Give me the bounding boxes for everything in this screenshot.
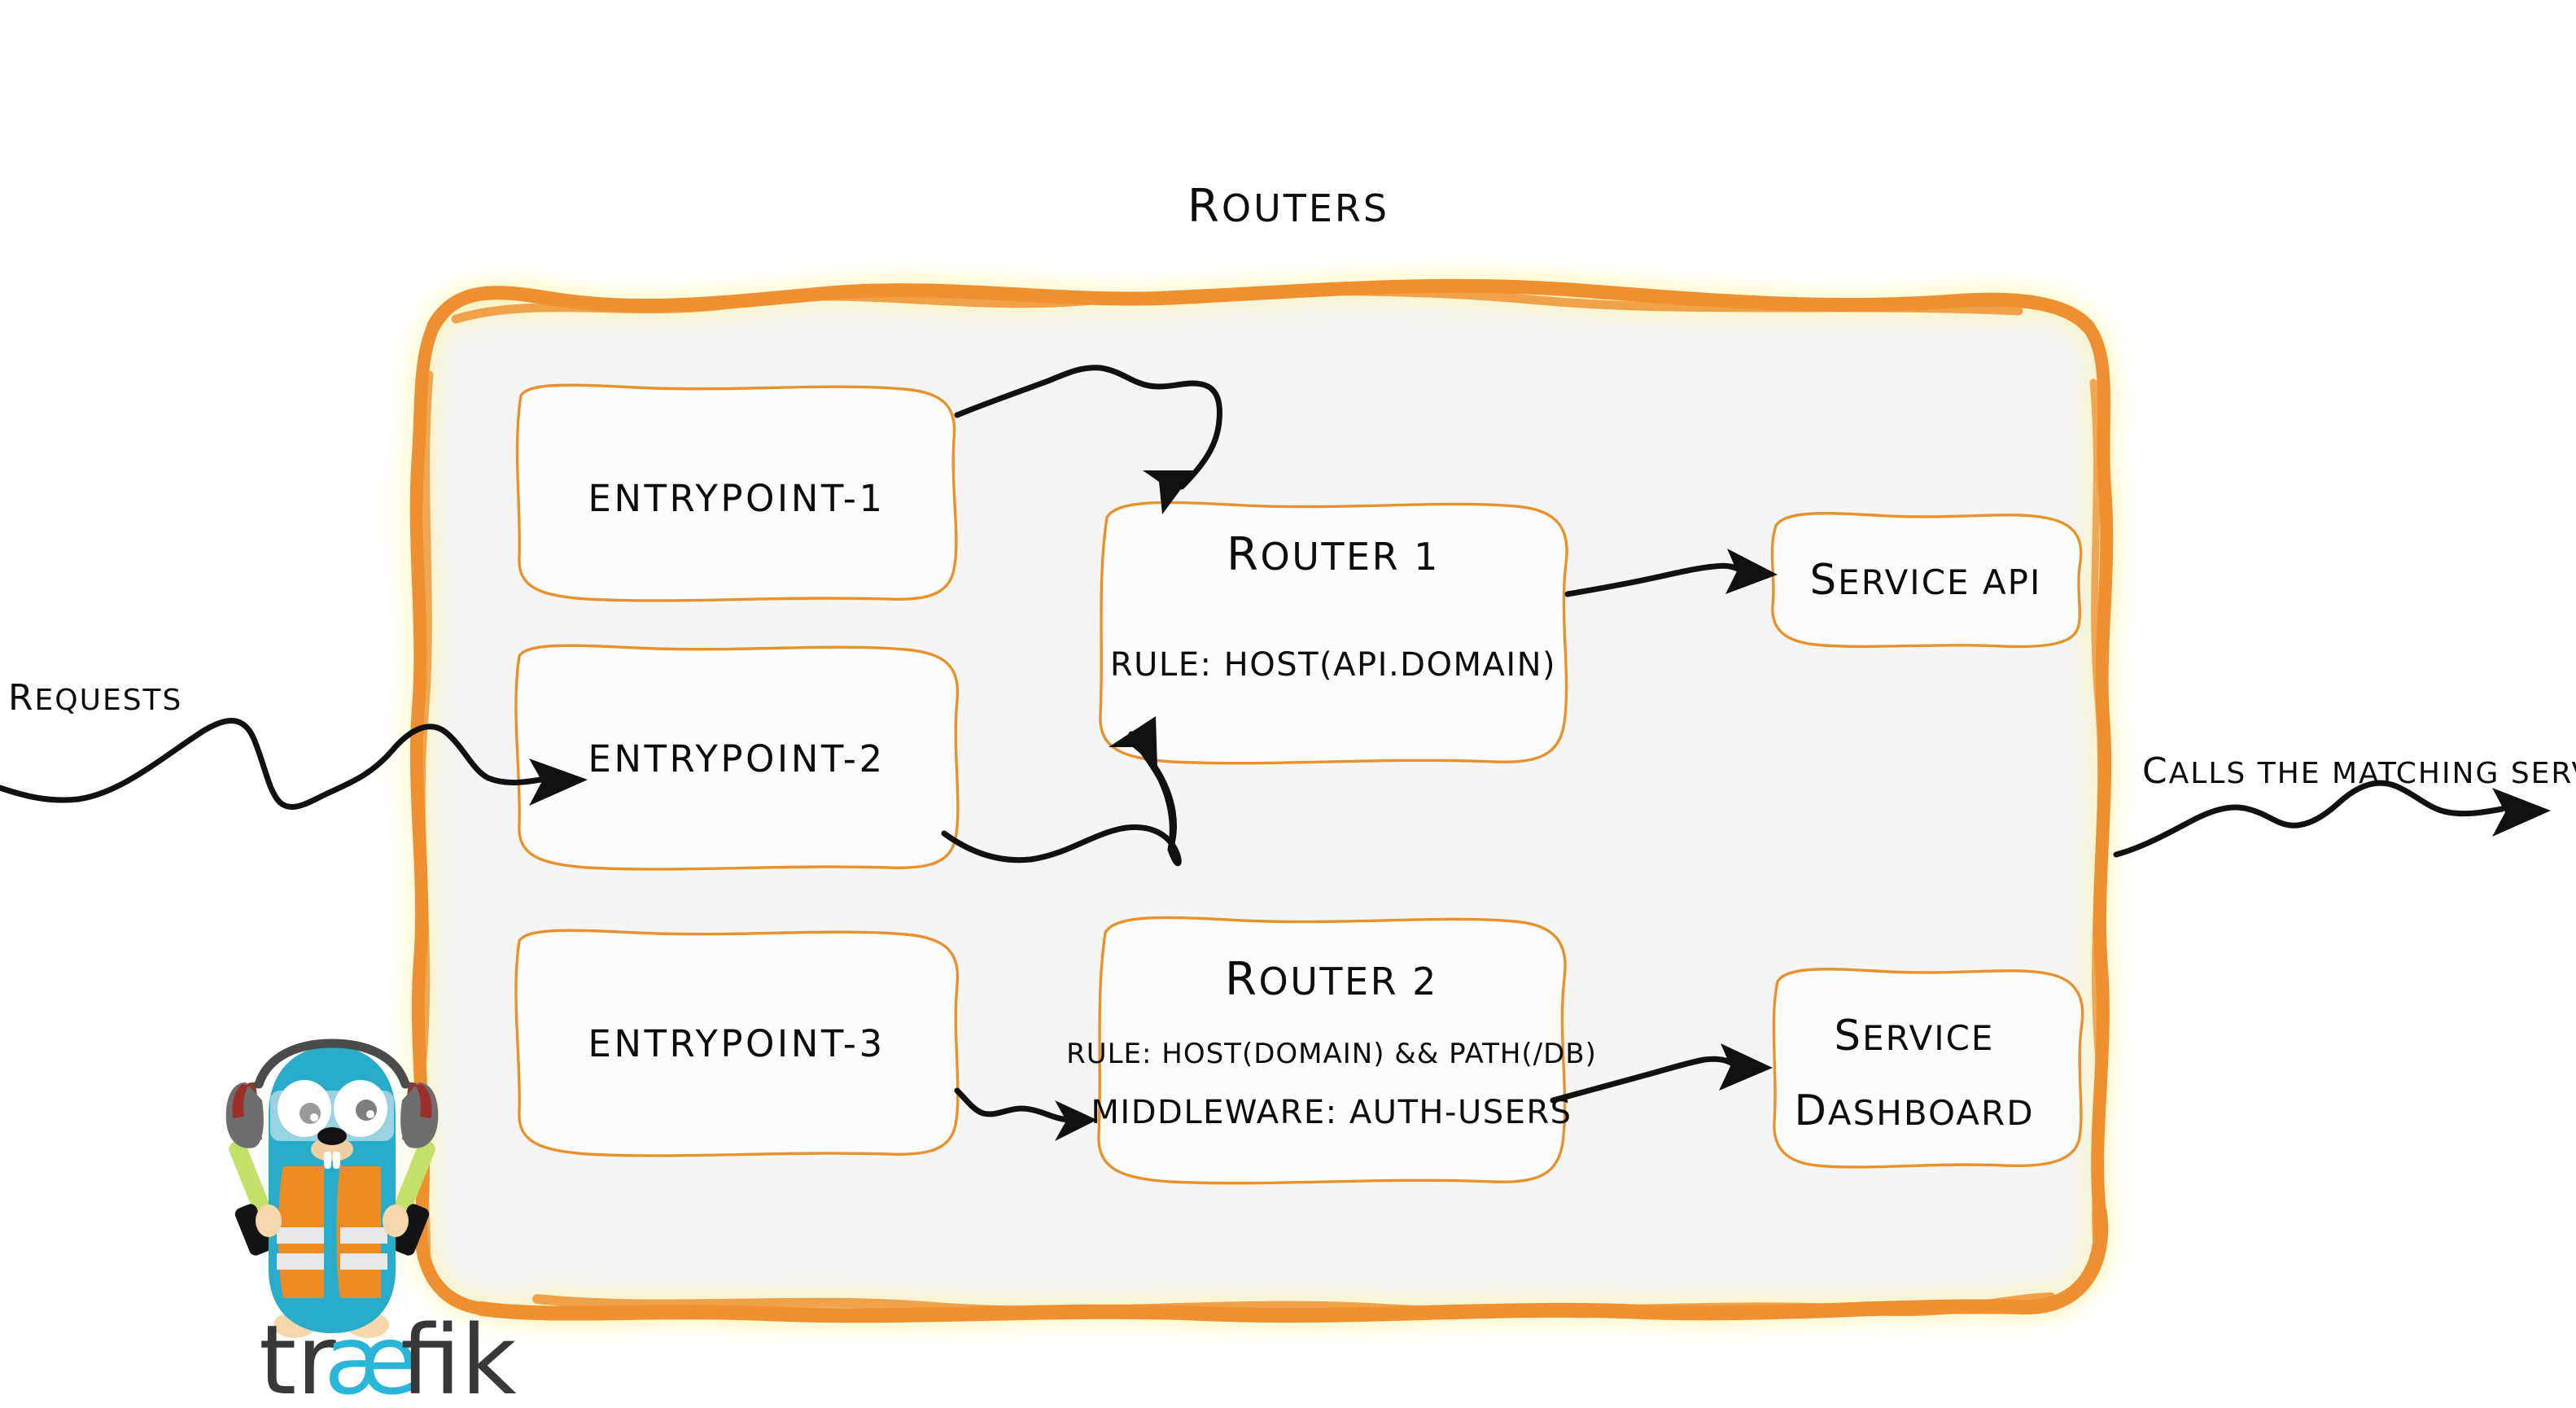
arrow-entrypoint1-to-router1 xyxy=(954,365,1222,514)
service-api-box[interactable] xyxy=(1770,512,2083,649)
headphone-band xyxy=(254,1039,410,1089)
vest-stripe-right-upper xyxy=(340,1227,387,1244)
vest-stripe-right-lower xyxy=(340,1253,387,1270)
arrow-calls-matching-server xyxy=(2113,780,2551,858)
arrow-entrypoint3-to-router2 xyxy=(954,1087,1097,1141)
traefik-logo-wordmark: tr æ fik xyxy=(259,1304,517,1408)
arrow-requests-in xyxy=(0,718,588,810)
service-api-label: SERVICE API xyxy=(1810,556,2042,605)
router-2-box[interactable] xyxy=(1097,916,1567,1185)
router-2-middleware: MIDDLEWARE: AUTH-USERS xyxy=(1091,1094,1572,1131)
gopher-tooth-right xyxy=(333,1152,340,1169)
arrow-entrypoint2-to-router1 xyxy=(941,716,1182,867)
router-1-name: ROUTER 1 xyxy=(1227,528,1440,581)
arrow-router1-to-serviceapi xyxy=(1564,549,1778,597)
router-1-rule: RULE: HOST(API.DOMAIN) xyxy=(1110,646,1556,684)
gopher-hand-right xyxy=(383,1205,409,1237)
eye-glint-left xyxy=(310,1113,318,1122)
headphone-accent-right xyxy=(415,1084,432,1118)
service-dashboard-label-line1: SERVICE xyxy=(1835,1012,1995,1060)
logo-part-3: fik xyxy=(400,1304,517,1408)
vest-stripe-left-upper xyxy=(277,1227,324,1244)
router-2-rule: RULE: HOST(DOMAIN) && PATH(/DB) xyxy=(1066,1038,1597,1070)
service-dashboard-box[interactable] xyxy=(1772,968,2084,1169)
entrypoint-1-label: ENTRYPOINT-1 xyxy=(588,477,885,520)
gopher-tooth-left xyxy=(324,1152,331,1169)
traefik-gopher-icon xyxy=(225,1039,439,1338)
page-title: ROUTERS xyxy=(1187,180,1389,233)
eye-glint-right xyxy=(366,1110,374,1118)
calls-matching-server-label: CALLS THE MATCHING SERVER xyxy=(2142,750,2576,792)
requests-label: REQUESTS xyxy=(8,677,182,719)
gopher-pupil-right xyxy=(356,1100,377,1121)
panel-border xyxy=(409,278,2114,1323)
service-dashboard-label-line2: DASHBOARD xyxy=(1794,1087,2034,1135)
vest-stripe-left-lower xyxy=(277,1253,324,1270)
arrow-router2-to-servicedashboard xyxy=(1550,1043,1773,1104)
gopher-nose xyxy=(317,1127,347,1145)
logo-part-1: tr xyxy=(259,1304,336,1408)
entrypoint-3-box[interactable] xyxy=(514,929,960,1157)
gopher-muzzle xyxy=(311,1137,353,1161)
gopher-pupil-left xyxy=(300,1103,321,1124)
entrypoint-2-label: ENTRYPOINT-2 xyxy=(588,737,885,781)
headphone-accent-left xyxy=(232,1084,249,1118)
logo-part-ae: æ xyxy=(324,1304,418,1408)
entrypoint-1-box[interactable] xyxy=(515,383,958,602)
router-2-name: ROUTER 2 xyxy=(1225,953,1438,1006)
gopher-hand-left xyxy=(256,1205,282,1237)
entrypoint-3-label: ENTRYPOINT-3 xyxy=(588,1022,885,1065)
router-1-box[interactable] xyxy=(1099,501,1568,765)
